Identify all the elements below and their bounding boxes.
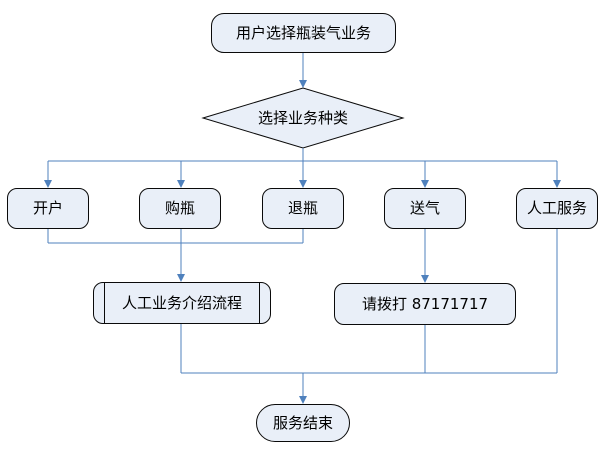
node-buy-bottle: 购瓶: [139, 188, 221, 229]
node-decision-label: 选择业务种类: [257, 108, 348, 127]
node-call-number-label: 请拨打 87171717: [361, 294, 489, 313]
node-gas-delivery: 送气: [384, 188, 466, 229]
node-intro-process-label: 人工业务介绍流程: [121, 293, 242, 312]
node-open-account: 开户: [7, 188, 89, 229]
predefined-process-right-bar: [259, 283, 260, 323]
node-start: 用户选择瓶装气业务: [211, 13, 396, 53]
node-manual-service: 人工服务: [516, 188, 598, 229]
node-manual-service-label: 人工服务: [526, 199, 587, 217]
predefined-process-left-bar: [104, 283, 105, 323]
decision-diamond-shape: [201, 87, 405, 149]
node-buy-bottle-label: 购瓶: [164, 199, 195, 217]
node-decision: 选择业务种类: [203, 103, 403, 133]
connector-lines: [44, 53, 561, 404]
node-open-account-label: 开户: [32, 199, 63, 217]
node-intro-process: 人工业务介绍流程: [93, 282, 271, 324]
node-return-bottle-label: 退瓶: [287, 199, 318, 217]
node-end: 服务结束: [256, 404, 350, 442]
node-start-label: 用户选择瓶装气业务: [235, 23, 371, 42]
node-end-label: 服务结束: [272, 413, 333, 432]
node-return-bottle: 退瓶: [262, 188, 344, 229]
node-call-number: 请拨打 87171717: [334, 283, 516, 325]
node-gas-delivery-label: 送气: [409, 199, 440, 217]
